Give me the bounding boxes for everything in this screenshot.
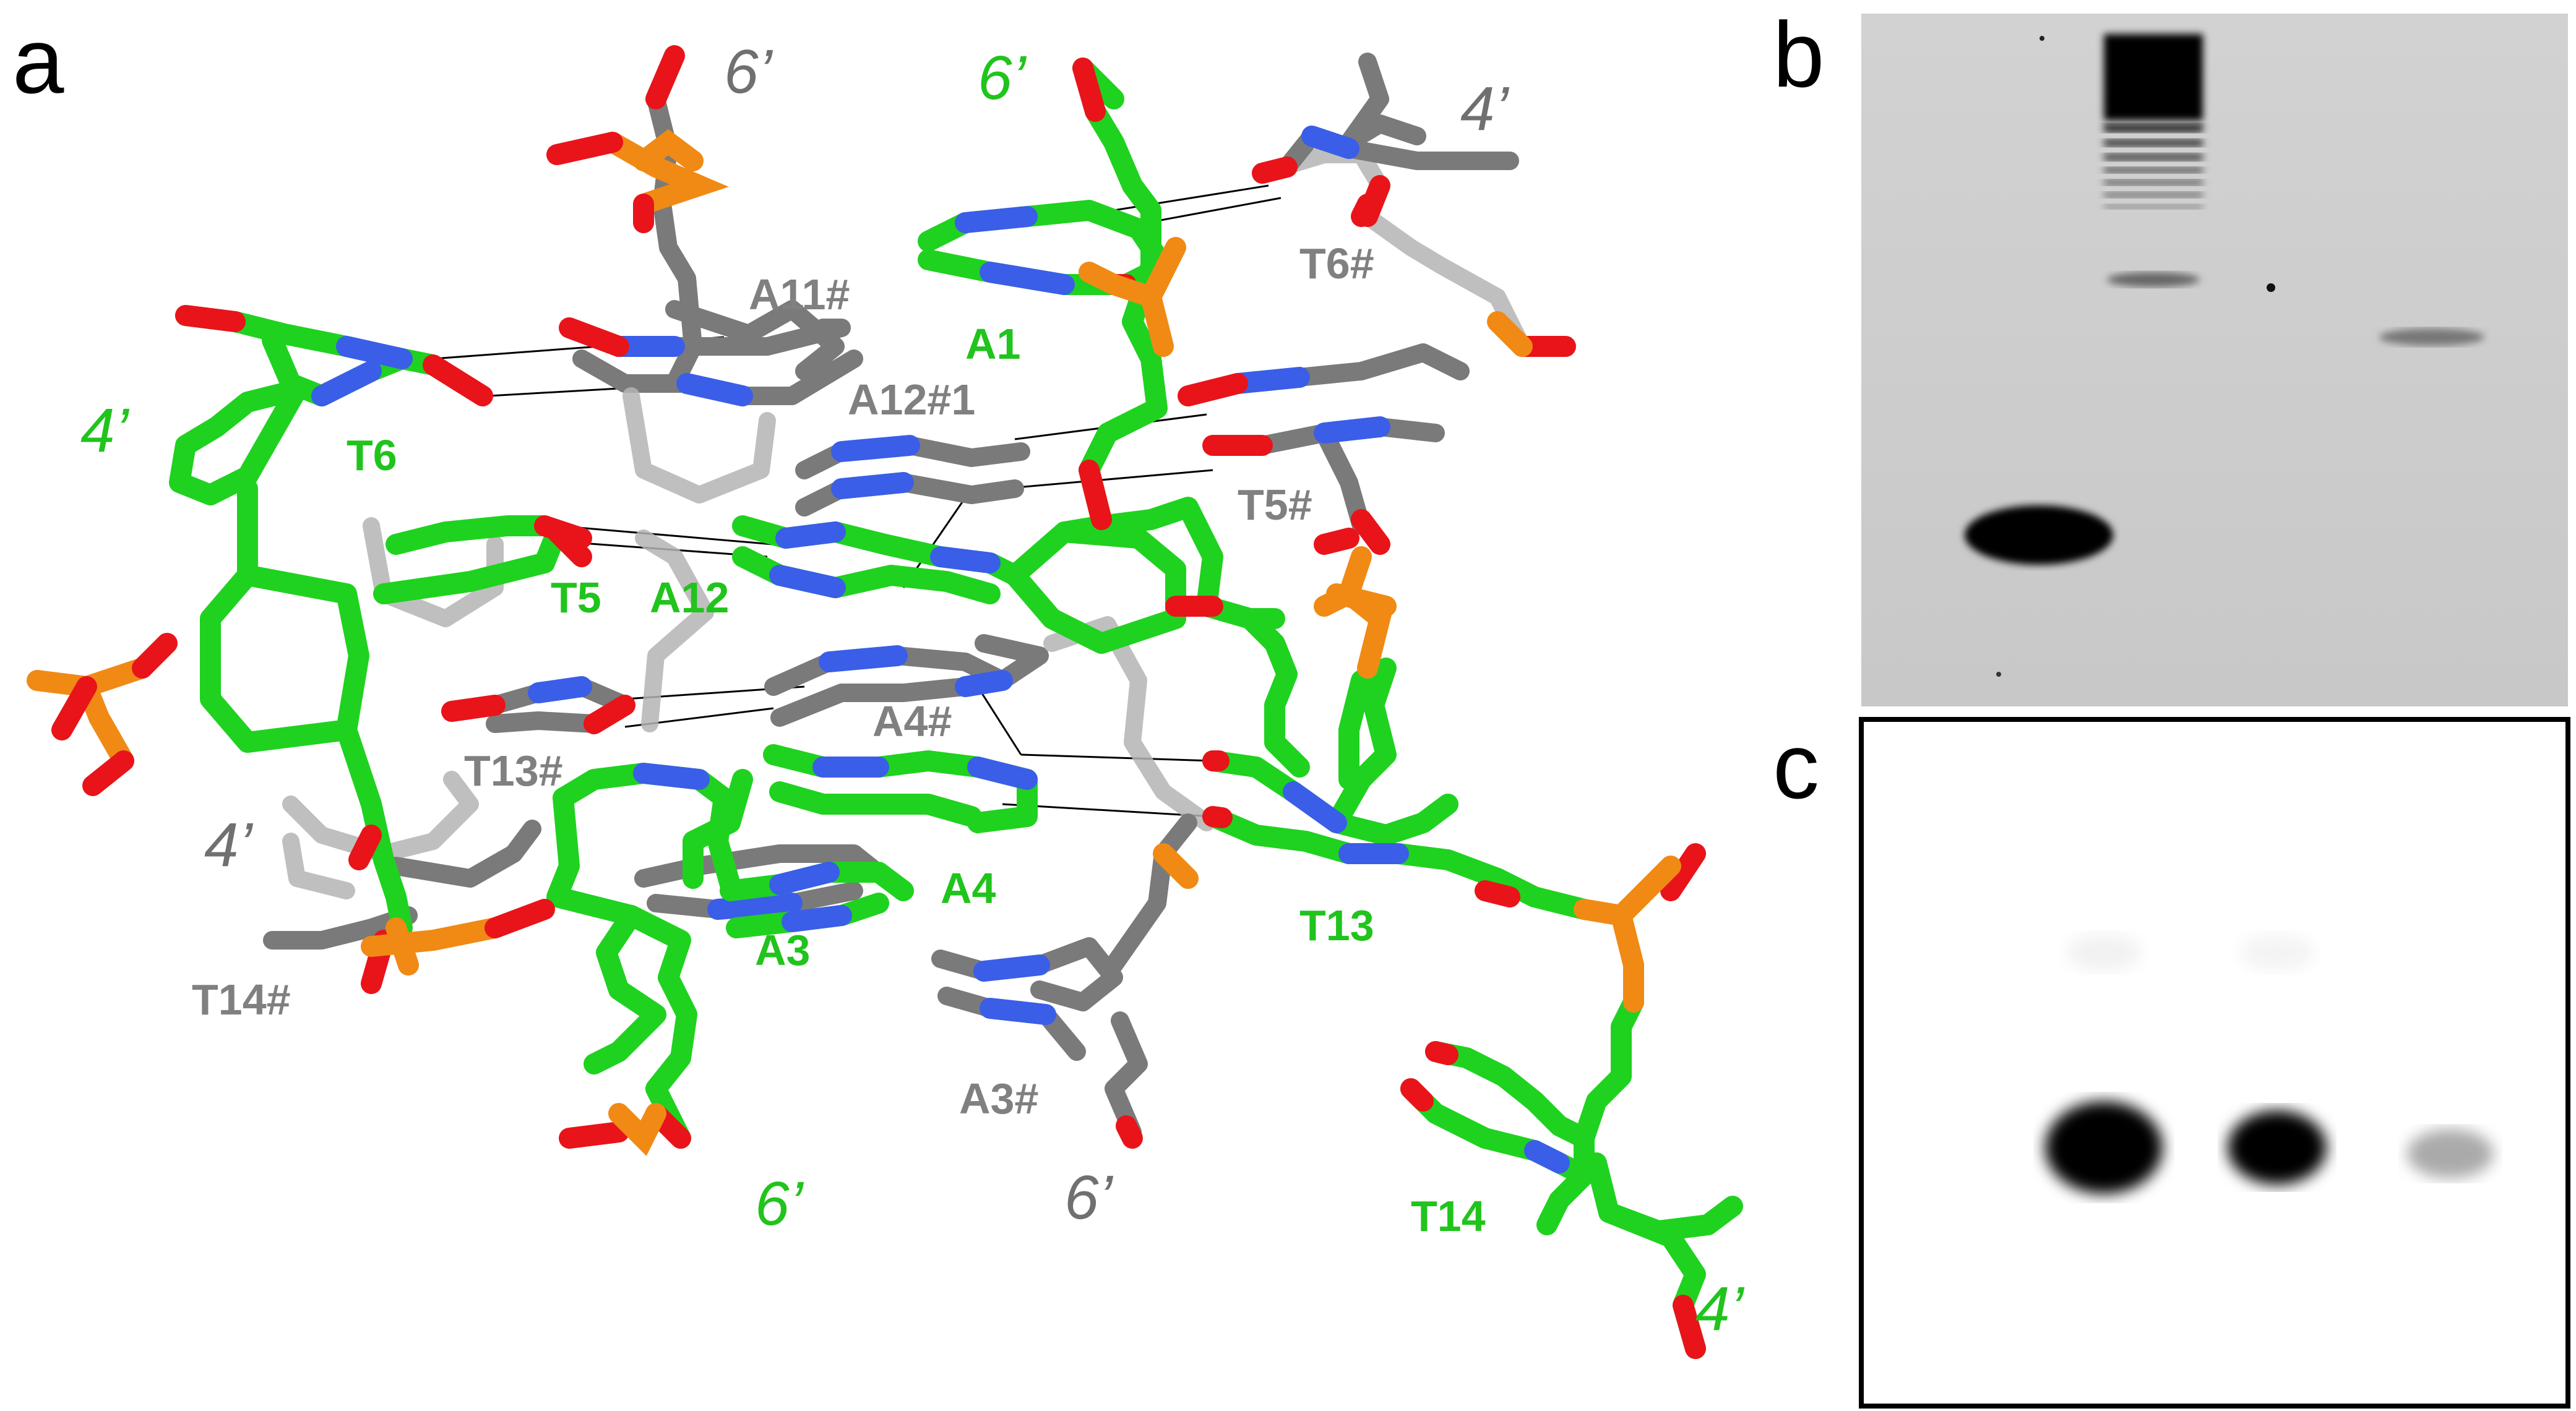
label-green-6prime-bottom: 6’ [755,1169,804,1238]
label-green-6prime-top: 6’ [978,43,1027,113]
panel-b-letter: b [1773,2,1824,106]
panel-b-gel: b [1773,2,2568,706]
gel-b-band-lane1 [1965,505,2113,565]
label-T13: T13 [1299,901,1374,950]
label-A11-hash: A11# [749,270,850,319]
label-A12-hash: A12#1 [848,375,975,424]
gel-c-faint [2240,934,2314,971]
labels-gray: 6’ 4’ A11# T6# A12#1 T5# A4# T13# 4’ T14… [192,37,1510,1232]
label-gray-6prime-bottom: 6’ [1064,1163,1114,1232]
gel-c-faint [2067,934,2141,971]
green-strand [27,58,1743,1359]
gel-b-speck [2267,283,2275,292]
label-A3-hash: A3# [959,1074,1038,1123]
panel-a-structure: a [12,9,1745,1359]
label-T6-hash: T6# [1299,239,1374,288]
gel-c-spot-3 [2407,1129,2494,1178]
gel-b-speck [1996,672,2001,677]
label-A4: A4 [941,864,996,912]
label-gray-6prime-top: 6’ [724,37,773,106]
label-green-4prime-left: 4’ [80,396,130,465]
gel-c-spot-1 [2045,1101,2163,1194]
label-A12: A12 [650,573,729,622]
gel-c-frame [1859,717,2570,1409]
label-T13-hash: T13# [464,747,563,795]
gel-b-speck [2040,36,2044,41]
gel-c-spot-2 [2228,1110,2327,1185]
label-green-4prime-bottom: 4’ [1695,1274,1745,1344]
label-T6: T6 [347,431,397,479]
label-A1: A1 [965,320,1020,368]
gel-b-ladder-lane2 [2104,34,2203,287]
label-T14-hash: T14# [192,976,291,1024]
panel-a-letter: a [12,9,64,113]
gel-b-background [1861,14,2568,706]
labels-green: 6’ A1 T6 4’ T5 A12 A4 A3 T13 6’ T14 4’ [80,43,1745,1344]
label-A4-hash: A4# [872,697,952,745]
label-T5-hash: T5# [1238,481,1312,529]
label-gray-4prime-top: 4’ [1460,74,1510,144]
gel-b-band-lane3 [2379,328,2484,346]
panel-c-letter: c [1773,714,1819,818]
label-T14: T14 [1411,1192,1486,1240]
label-A3: A3 [755,926,810,974]
label-T5: T5 [551,573,601,622]
panel-c-autoradiograph: c [1773,714,2570,1409]
label-gray-4prime-left: 4’ [204,810,254,880]
gray-strand [263,45,1576,1149]
